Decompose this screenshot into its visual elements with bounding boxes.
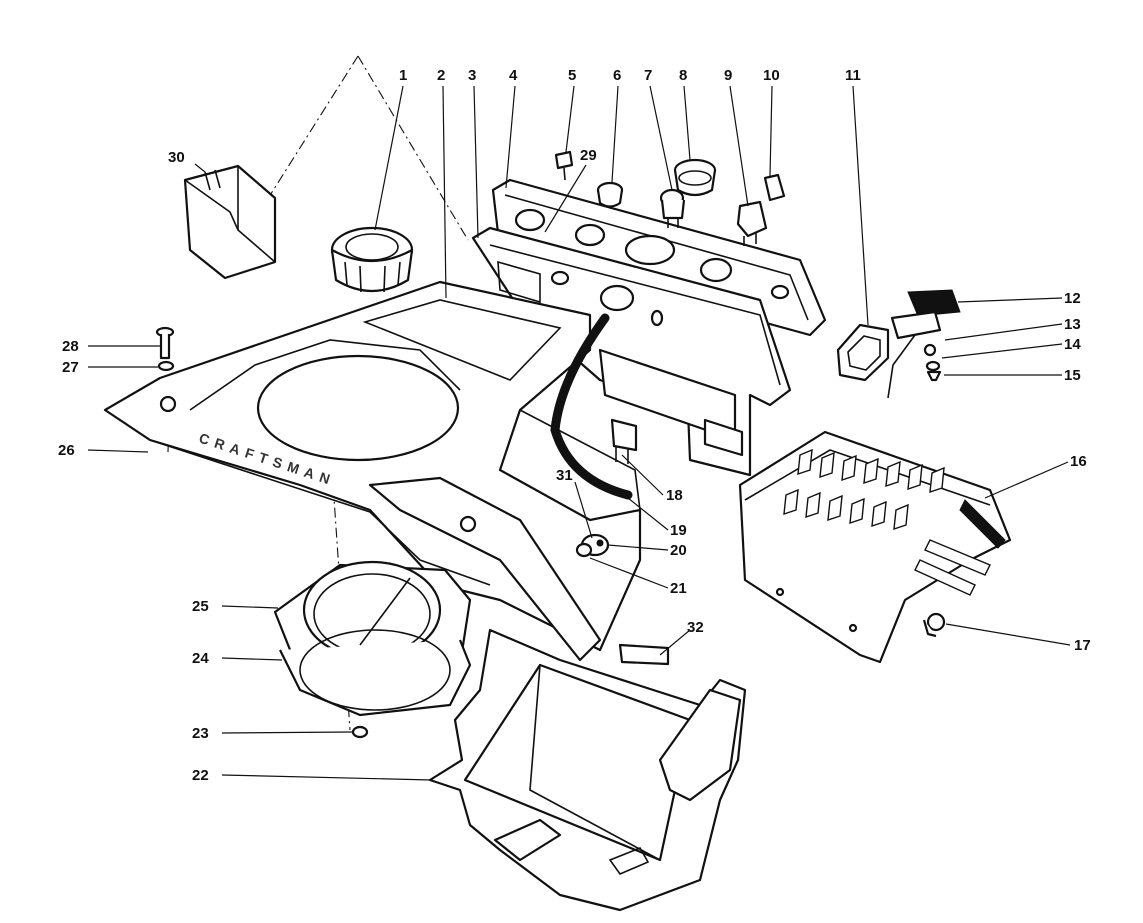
callout-17: 17 (1074, 637, 1091, 654)
callout-2: 2 (437, 67, 445, 84)
callout-8: 8 (679, 67, 687, 84)
part-8-primer-bulb (673, 158, 717, 197)
part-11-grommet (836, 323, 890, 382)
callout-5: 5 (568, 67, 576, 84)
part-1-gas-cap (330, 226, 414, 293)
callout-21: 21 (670, 580, 687, 597)
part-16-cover (738, 430, 1012, 664)
callout-31: 31 (556, 467, 573, 484)
callout-14: 14 (1064, 336, 1081, 353)
part-17-screw (922, 612, 946, 638)
part-9-switch (736, 200, 768, 246)
part-23-washer (351, 725, 369, 739)
callout-22: 22 (192, 767, 209, 784)
callout-15: 15 (1064, 367, 1081, 384)
part-22-chute-housing (428, 628, 747, 912)
callout-25: 25 (192, 598, 209, 615)
callout-13: 13 (1064, 316, 1081, 333)
part-12-module (887, 289, 961, 399)
part-5-screw (554, 150, 574, 181)
callout-labels: 1 2 3 4 5 6 7 8 9 10 11 12 13 14 15 16 1… (58, 67, 1091, 784)
part-10-fitting (763, 173, 786, 202)
callout-19: 19 (670, 522, 687, 539)
callout-16: 16 (1070, 453, 1087, 470)
part-27-washer (157, 360, 175, 372)
callout-20: 20 (670, 542, 687, 559)
callout-1: 1 (399, 67, 407, 84)
callout-29: 29 (580, 147, 597, 164)
leader-lines (87, 85, 1071, 781)
callout-3: 3 (468, 67, 476, 84)
callout-26: 26 (58, 442, 75, 459)
callout-7: 7 (644, 67, 652, 84)
callout-9: 9 (724, 67, 732, 84)
callout-32: 32 (687, 619, 704, 636)
part-19-fuel-line (550, 313, 633, 500)
part-32-flap (618, 643, 670, 666)
callout-12: 12 (1064, 290, 1081, 307)
part-3-dash-panel (471, 226, 792, 477)
callout-24: 24 (192, 650, 209, 667)
callout-10: 10 (763, 67, 780, 84)
part-28-screw (155, 326, 175, 360)
part-24-gasket (279, 629, 472, 717)
callout-11: 11 (845, 67, 861, 84)
callout-28: 28 (62, 338, 79, 355)
callout-27: 27 (62, 359, 79, 376)
cover-slots (783, 448, 945, 531)
part-6-grommet (596, 181, 624, 208)
callout-23: 23 (192, 725, 209, 742)
part-7-switch (659, 188, 686, 228)
part-2-shroud: CRAFTSMAN (103, 280, 642, 662)
callout-30: 30 (168, 149, 185, 166)
part-13-15-hardware (923, 343, 942, 382)
callout-4: 4 (509, 67, 518, 84)
callout-6: 6 (613, 67, 621, 84)
part-30-block (183, 164, 277, 280)
part-20-31-hardware (575, 533, 610, 558)
callout-18: 18 (666, 487, 683, 504)
